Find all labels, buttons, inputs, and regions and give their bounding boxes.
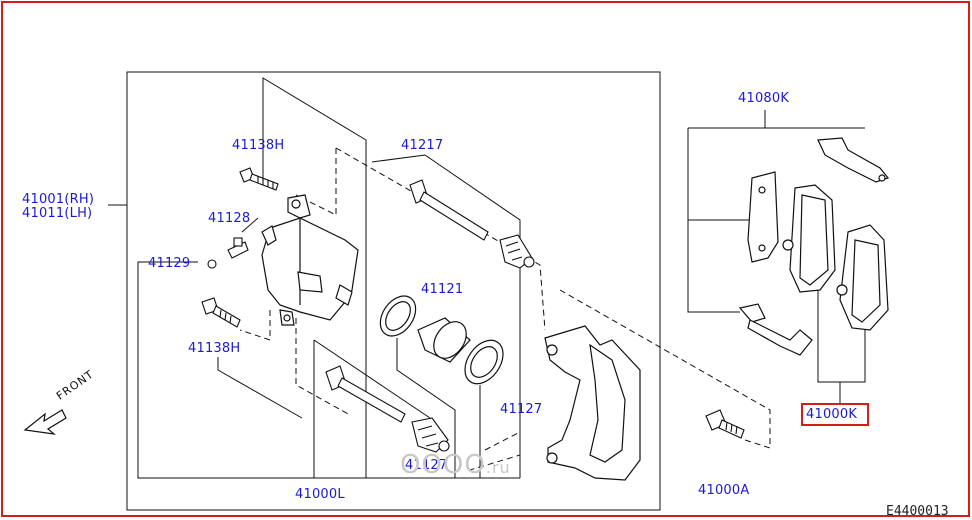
catalog-number: E4400013 bbox=[886, 504, 949, 519]
callout-bleeder-cap[interactable]: 41129 bbox=[148, 256, 191, 271]
leader-lines bbox=[108, 77, 866, 479]
callout-upper-pin[interactable]: 41217 bbox=[401, 138, 444, 153]
callout-pad-set[interactable]: 41000K bbox=[806, 407, 858, 422]
watermark-suffix: .ru bbox=[485, 458, 511, 477]
callout-upper-bolt[interactable]: 41138H bbox=[232, 138, 285, 153]
callout-pad-kit[interactable]: 41080K bbox=[738, 91, 790, 106]
guide-pins bbox=[325, 179, 535, 453]
brake-pads bbox=[738, 137, 890, 356]
caliper-bracket bbox=[544, 325, 641, 481]
caliper-body bbox=[261, 194, 359, 326]
callout-mounting-bolt[interactable]: 41000A bbox=[698, 483, 750, 498]
caliper-group-box bbox=[126, 71, 661, 511]
highlight-box bbox=[801, 403, 869, 426]
callout-bleeder-screw[interactable]: 41128 bbox=[208, 211, 251, 226]
callout-caliper-lh[interactable]: 41011(LH) bbox=[22, 206, 93, 221]
callout-piston[interactable]: 41121 bbox=[421, 282, 464, 297]
callout-lower-bolt[interactable]: 41138H bbox=[188, 341, 241, 356]
bolts bbox=[201, 167, 745, 439]
callout-caliper-assembly[interactable]: 41000L bbox=[295, 487, 345, 502]
watermark-brand: ОООО bbox=[400, 450, 486, 480]
callout-seal-upper[interactable]: 41127 bbox=[500, 402, 543, 417]
watermark: ОООО.ru bbox=[400, 450, 511, 480]
piston-seals bbox=[379, 295, 504, 385]
callout-seal-lower[interactable]: 41127 bbox=[405, 458, 448, 473]
front-arrow bbox=[23, 409, 67, 435]
callout-caliper-rh[interactable]: 41001(RH) bbox=[22, 192, 95, 207]
assembly-guide-lines bbox=[239, 147, 771, 471]
